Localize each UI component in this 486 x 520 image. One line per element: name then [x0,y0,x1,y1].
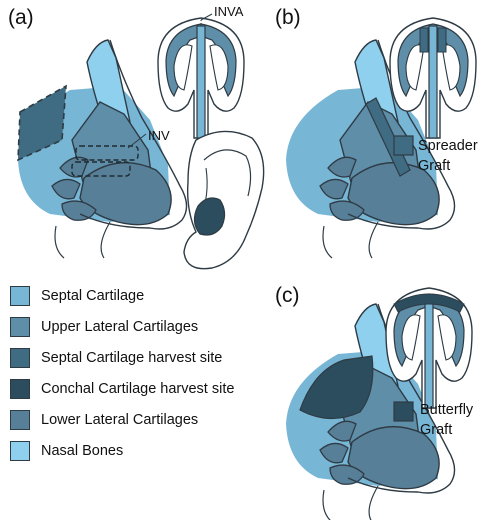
legend-swatch [10,317,30,337]
spreader-graft-label-line1: Spreader [418,138,478,154]
spreader-graft-label-line2: Graft [418,158,450,174]
spreader-graft-front-left [420,28,428,52]
inva-callout: INVA [214,4,244,19]
legend-label: Conchal Cartilage harvest site [41,381,234,397]
butterfly-graft-side [300,356,373,419]
panel-a-front-view [158,18,244,138]
spreader-graft-front-right [438,28,446,52]
legend-item-septal-harvest-site: Septal Cartilage harvest site [10,348,270,368]
legend-label: Septal Cartilage [41,288,144,304]
legend-label: Upper Lateral Cartilages [41,319,198,335]
legend: Septal Cartilage Upper Lateral Cartilage… [10,286,270,472]
legend-label: Septal Cartilage harvest site [41,350,222,366]
panel-b: (b) Spreader Graft [275,6,478,258]
legend-item-lower-lateral-cartilages: Lower Lateral Cartilages [10,410,270,430]
butterfly-graft-key-swatch [394,402,413,421]
spreader-graft-key-swatch [394,136,413,155]
legend-label: Lower Lateral Cartilages [41,412,198,428]
panel-a-label: (a) [8,6,34,29]
legend-label: Nasal Bones [41,443,123,459]
legend-swatch [10,348,30,368]
legend-item-nasal-bones: Nasal Bones [10,441,270,461]
legend-swatch [10,379,30,399]
legend-swatch [10,286,30,306]
inv-callout: INV [148,128,170,143]
legend-item-conchal-harvest-site: Conchal Cartilage harvest site [10,379,270,399]
panel-c-label: (c) [275,284,300,307]
panel-b-label: (b) [275,6,301,29]
legend-swatch [10,410,30,430]
ear-diagram [184,131,264,268]
legend-item-septal-cartilage: Septal Cartilage [10,286,270,306]
panel-a: (a) INV INVA [8,4,264,269]
panel-c: (c) Butterfly Graft [275,284,474,520]
legend-item-upper-lateral-cartilages: Upper Lateral Cartilages [10,317,270,337]
butterfly-graft-label-line1: Butterfly [420,402,474,418]
legend-swatch [10,441,30,461]
butterfly-graft-label-line2: Graft [420,422,452,438]
